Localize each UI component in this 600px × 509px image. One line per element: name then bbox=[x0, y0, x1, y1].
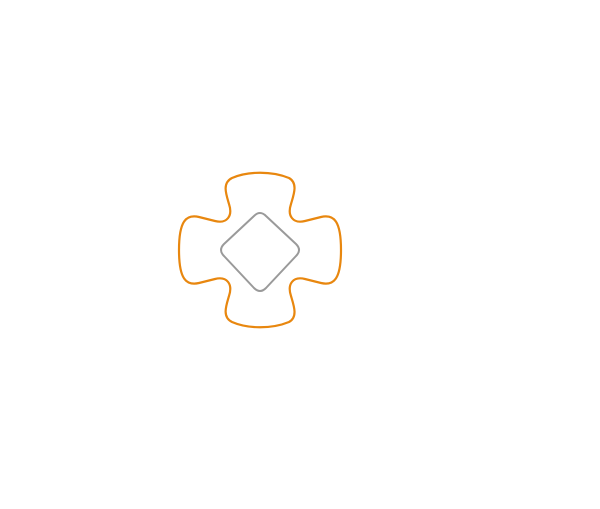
gray-diamond-outline bbox=[220, 212, 300, 292]
orange-cross-outline bbox=[177, 171, 343, 329]
